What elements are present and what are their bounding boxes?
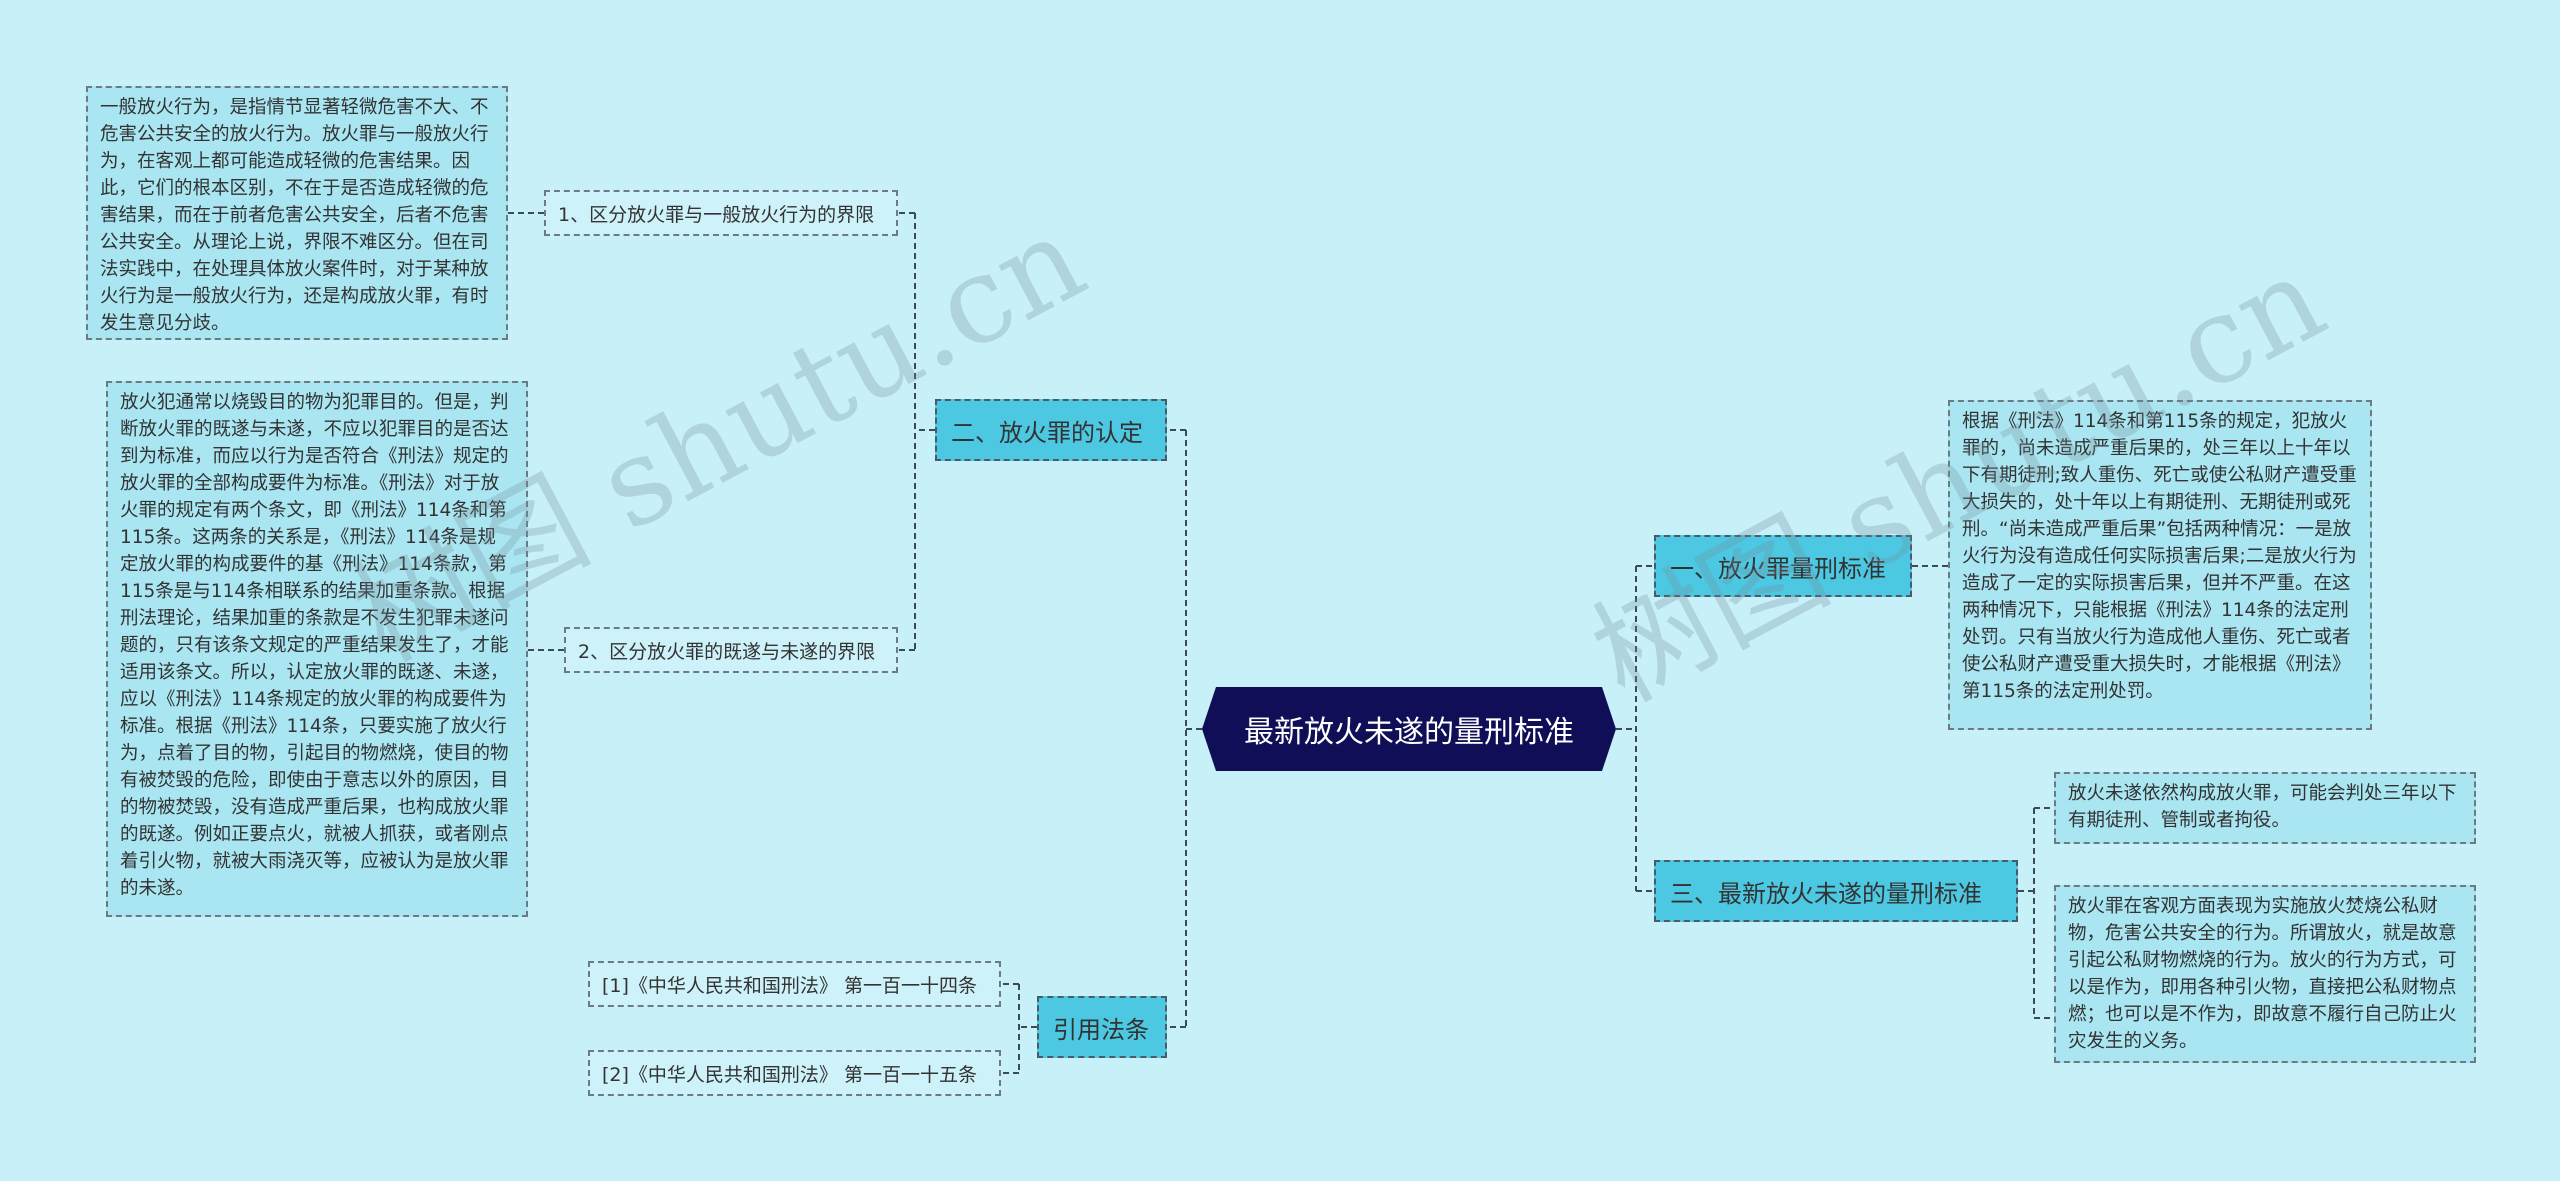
detail-general-arson: 一般放火行为，是指情节显著轻微危害不大、不危害公共安全的放火行为。放火罪与一般放… bbox=[86, 86, 508, 340]
branch-standard[interactable]: 一、放火罪量刑标准 bbox=[1654, 535, 1912, 597]
branch-attempt-label: 三、最新放火未遂的量刑标准 bbox=[1670, 879, 1982, 908]
detail-standard: 根据《刑法》114条和第115条的规定，犯放火罪的，尚未造成严重后果的，处三年以… bbox=[1948, 400, 2372, 730]
sub-topic-general-arson-label: 1、区分放火罪与一般放火行为的界限 bbox=[558, 203, 875, 226]
law-item-label: [2]《中华人民共和国刑法》 第一百一十五条 bbox=[602, 1063, 977, 1086]
sub-topic-general-arson[interactable]: 1、区分放火罪与一般放火行为的界限 bbox=[544, 190, 898, 236]
detail-general-arson-text: 一般放火行为，是指情节显著轻微危害不大、不危害公共安全的放火行为。放火罪与一般放… bbox=[100, 97, 489, 334]
detail-attempt-definition-text: 放火罪在客观方面表现为实施放火焚烧公私财物，危害公共安全的行为。所谓放火，就是故… bbox=[2068, 896, 2457, 1052]
detail-attempt-sentence-text: 放火未遂依然构成放火罪，可能会判处三年以下有期徒刑、管制或者拘役。 bbox=[2068, 783, 2457, 831]
root-title: 最新放火未遂的量刑标准 bbox=[1244, 715, 1574, 750]
detail-standard-text: 根据《刑法》114条和第115条的规定，犯放火罪的，尚未造成严重后果的，处三年以… bbox=[1962, 411, 2357, 702]
branch-attempt[interactable]: 三、最新放火未遂的量刑标准 bbox=[1654, 860, 2018, 922]
branch-recognition-label: 二、放火罪的认定 bbox=[951, 418, 1143, 447]
law-item[interactable]: [2]《中华人民共和国刑法》 第一百一十五条 bbox=[588, 1050, 1001, 1096]
branch-standard-label: 一、放火罪量刑标准 bbox=[1670, 554, 1886, 583]
root-topic[interactable]: 最新放火未遂的量刑标准 bbox=[1202, 687, 1616, 771]
sub-topic-completion-attempt[interactable]: 2、区分放火罪的既遂与未遂的界限 bbox=[564, 627, 898, 673]
law-item[interactable]: [1]《中华人民共和国刑法》 第一百一十四条 bbox=[588, 961, 1001, 1007]
detail-completion-attempt-text: 放火犯通常以烧毁目的物为犯罪目的。但是，判断放火罪的既遂与未遂，不应以犯罪目的是… bbox=[120, 392, 509, 899]
detail-completion-attempt: 放火犯通常以烧毁目的物为犯罪目的。但是，判断放火罪的既遂与未遂，不应以犯罪目的是… bbox=[106, 381, 528, 917]
branch-recognition[interactable]: 二、放火罪的认定 bbox=[935, 399, 1167, 461]
sub-topic-completion-attempt-label: 2、区分放火罪的既遂与未遂的界限 bbox=[578, 640, 876, 663]
law-item-label: [1]《中华人民共和国刑法》 第一百一十四条 bbox=[602, 974, 977, 997]
branch-laws[interactable]: 引用法条 bbox=[1037, 996, 1167, 1058]
detail-attempt-definition: 放火罪在客观方面表现为实施放火焚烧公私财物，危害公共安全的行为。所谓放火，就是故… bbox=[2054, 885, 2476, 1063]
branch-laws-label: 引用法条 bbox=[1053, 1015, 1149, 1044]
detail-attempt-sentence: 放火未遂依然构成放火罪，可能会判处三年以下有期徒刑、管制或者拘役。 bbox=[2054, 772, 2476, 844]
